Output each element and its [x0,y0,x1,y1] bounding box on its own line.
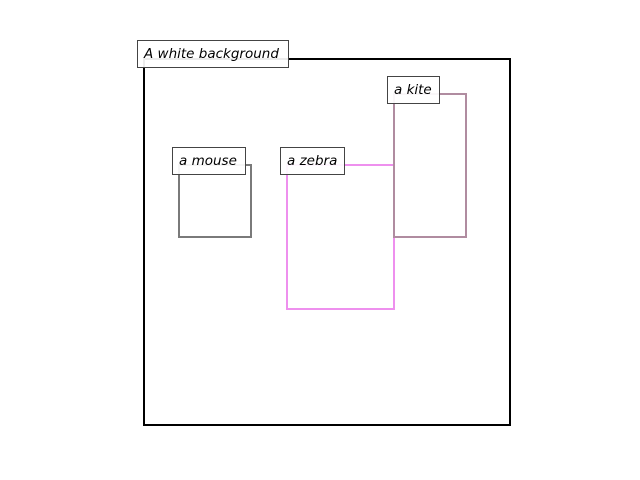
background-frame [143,58,511,426]
mouse-box [178,164,252,238]
mouse-label: a mouse [172,147,246,175]
zebra-box [286,164,395,310]
zebra-label: a zebra [280,147,345,175]
background-label: A white background [137,40,289,68]
kite-label: a kite [387,76,440,104]
kite-box [393,93,467,238]
